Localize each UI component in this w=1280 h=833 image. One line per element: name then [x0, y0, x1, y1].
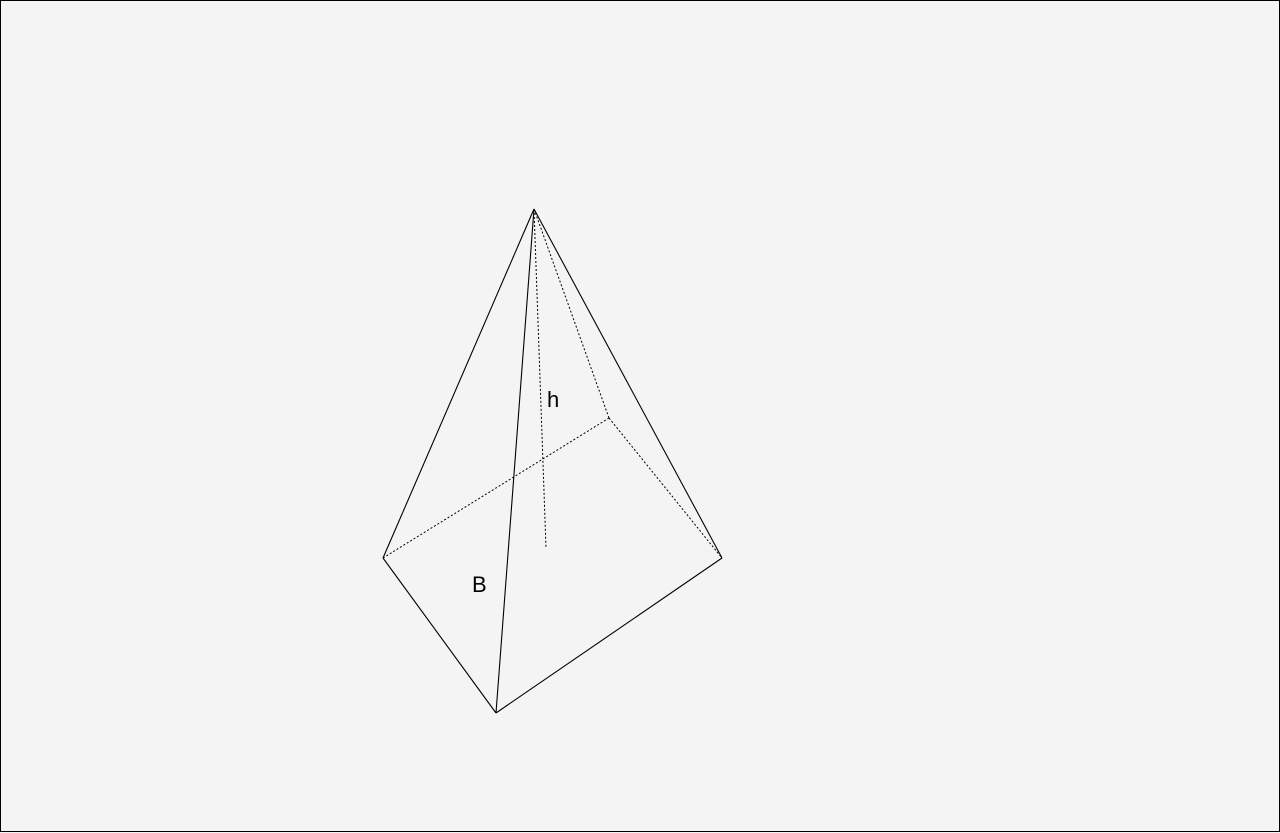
base-label: B — [472, 572, 487, 597]
hidden-base-edge-left-back — [382, 417, 610, 559]
hidden-edge-apex-back — [533, 208, 610, 419]
base-edge-left-front — [382, 557, 497, 714]
edge-apex-right — [533, 208, 723, 559]
edge-apex-front — [495, 208, 535, 714]
height-label: h — [547, 387, 559, 412]
base-edge-front-right — [495, 557, 723, 714]
hidden-base-edge-back-right — [608, 417, 723, 559]
height-line — [533, 208, 547, 549]
edge-apex-left — [382, 208, 535, 559]
